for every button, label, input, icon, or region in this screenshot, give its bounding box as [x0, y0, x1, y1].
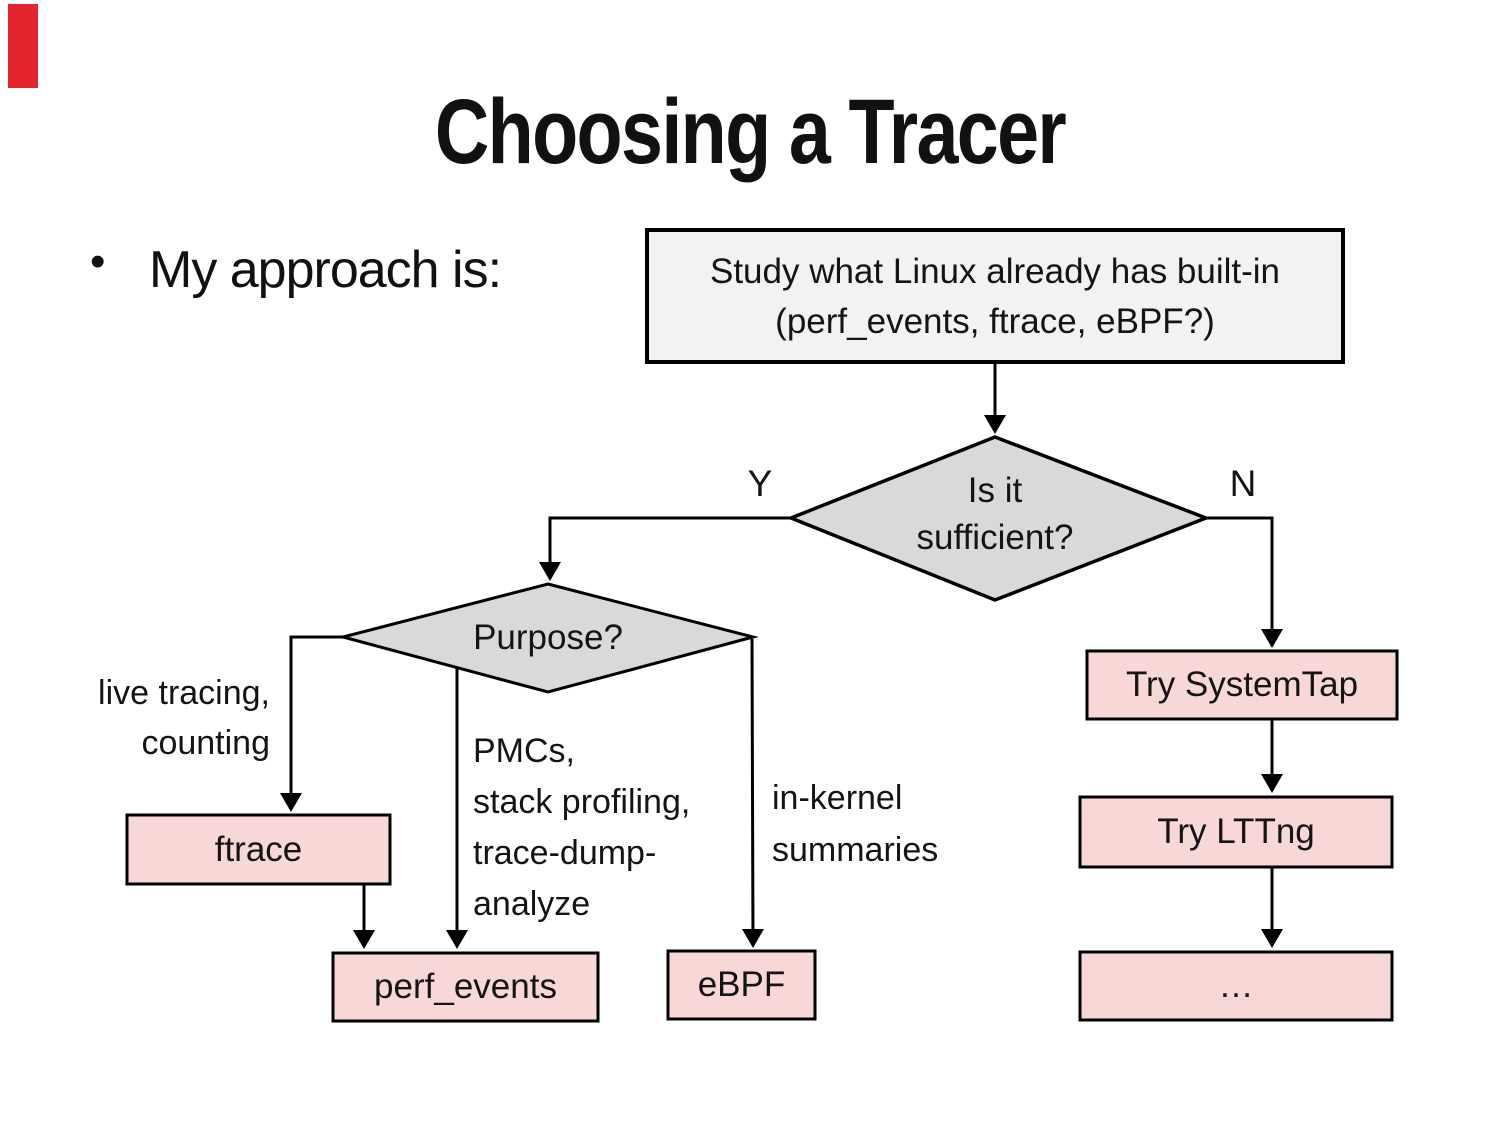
bullet-text: My approach is: — [149, 241, 502, 299]
decision-sufficient-shape — [786, 435, 1211, 602]
more-box-shape — [1078, 950, 1394, 1022]
ebpf-branch-label: in-kernel summaries — [772, 779, 939, 869]
ebpf-box-shape — [666, 949, 817, 1021]
systemtap-box-shape — [1085, 649, 1399, 721]
no-branch-label: N — [1229, 463, 1257, 504]
connector-purpose-to-ftrace — [280, 635, 343, 812]
yes-branch-label: Y — [747, 463, 773, 504]
decision-purpose-shape — [337, 582, 759, 694]
systemtap-box-label: Try SystemTap — [1125, 665, 1359, 704]
more-box-label: … — [1218, 966, 1254, 1005]
perf-events-branch-label: PMCs, stack profiling, trace-dump- analy… — [473, 732, 691, 923]
start-box-label: Study what Linux already has built-in (p… — [709, 252, 1281, 341]
lttng-box-label: Try LTTng — [1157, 812, 1315, 851]
perf-events-box-shape — [331, 951, 600, 1023]
connector-yes-to-purpose — [539, 516, 791, 581]
decision-purpose-label: Purpose? — [473, 618, 623, 657]
connectors — [280, 362, 1283, 949]
ftrace-branch-label: live tracing, counting — [98, 674, 270, 762]
connector-purpose-to-ebpf — [741, 638, 764, 948]
lttng-box-shape — [1078, 795, 1394, 869]
slide-title: Choosing a Tracer — [434, 81, 1067, 183]
ebpf-box-label: eBPF — [697, 965, 786, 1004]
start-box-shape — [645, 228, 1345, 364]
connector-no-to-systemtap — [1206, 516, 1283, 648]
perf-events-box-label: perf_events — [374, 967, 557, 1006]
decision-sufficient-label: Is it sufficient? — [916, 471, 1074, 557]
ftrace-box-label: ftrace — [214, 829, 303, 869]
corner-marker — [8, 4, 38, 88]
bullet-icon: • — [90, 237, 106, 286]
ftrace-box-shape — [125, 813, 392, 886]
